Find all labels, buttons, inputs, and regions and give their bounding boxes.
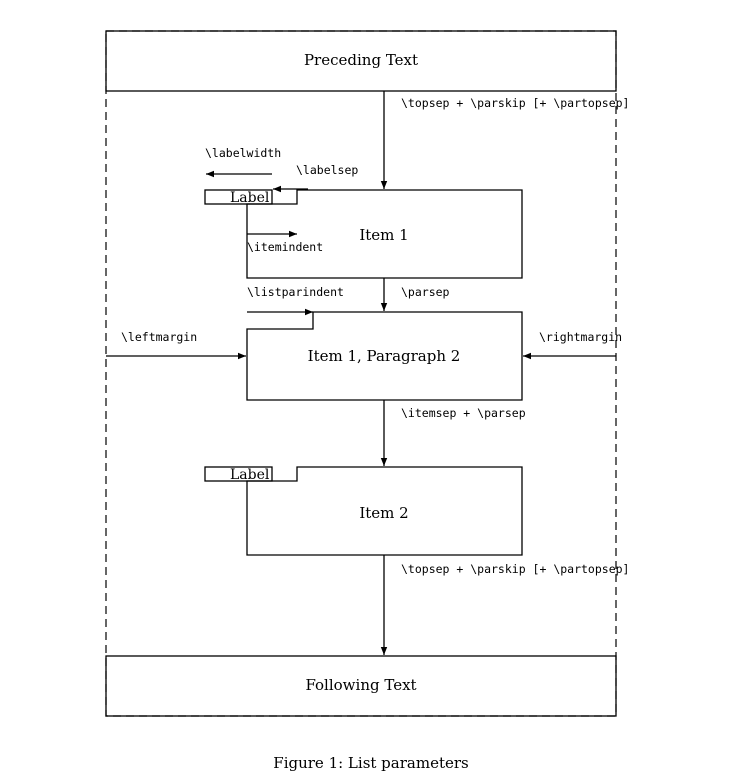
item2-text: Item 2 <box>359 504 408 522</box>
list-boundary-frame <box>105 30 617 717</box>
itemsep-label: \itemsep + \parsep <box>401 406 526 420</box>
topsep-top-label: \topsep + \parskip [+ \partopsep] <box>401 96 629 110</box>
item2-label-text: Label <box>230 467 270 483</box>
preceding-text-box <box>105 30 617 92</box>
itemindent-label: \itemindent <box>247 240 323 254</box>
parsep-label: \parsep <box>401 285 450 299</box>
item1-box <box>246 189 523 279</box>
item1-text: Item 1 <box>359 226 408 244</box>
item1-paragraph2-box <box>246 311 523 401</box>
preceding-text-label: Preceding Text <box>304 51 418 69</box>
following-text-box <box>105 655 617 717</box>
item1-label-box <box>204 189 273 205</box>
listparindent-label: \listparindent <box>247 285 344 299</box>
item2-box <box>246 466 523 556</box>
leftmargin-label: \leftmargin <box>121 330 197 344</box>
item2-label-box <box>204 466 273 482</box>
item1-label-text: Label <box>230 190 270 206</box>
item1-paragraph2-text: Item 1, Paragraph 2 <box>308 347 461 365</box>
figure-caption: Figure 1: List parameters <box>273 754 469 772</box>
labelsep-label: \labelsep <box>296 163 358 177</box>
rightmargin-label: \rightmargin <box>539 330 622 344</box>
labelwidth-label: \labelwidth <box>205 146 281 160</box>
topsep-bottom-label: \topsep + \parskip [+ \partopsep] <box>401 562 629 576</box>
following-text-label: Following Text <box>305 676 416 694</box>
